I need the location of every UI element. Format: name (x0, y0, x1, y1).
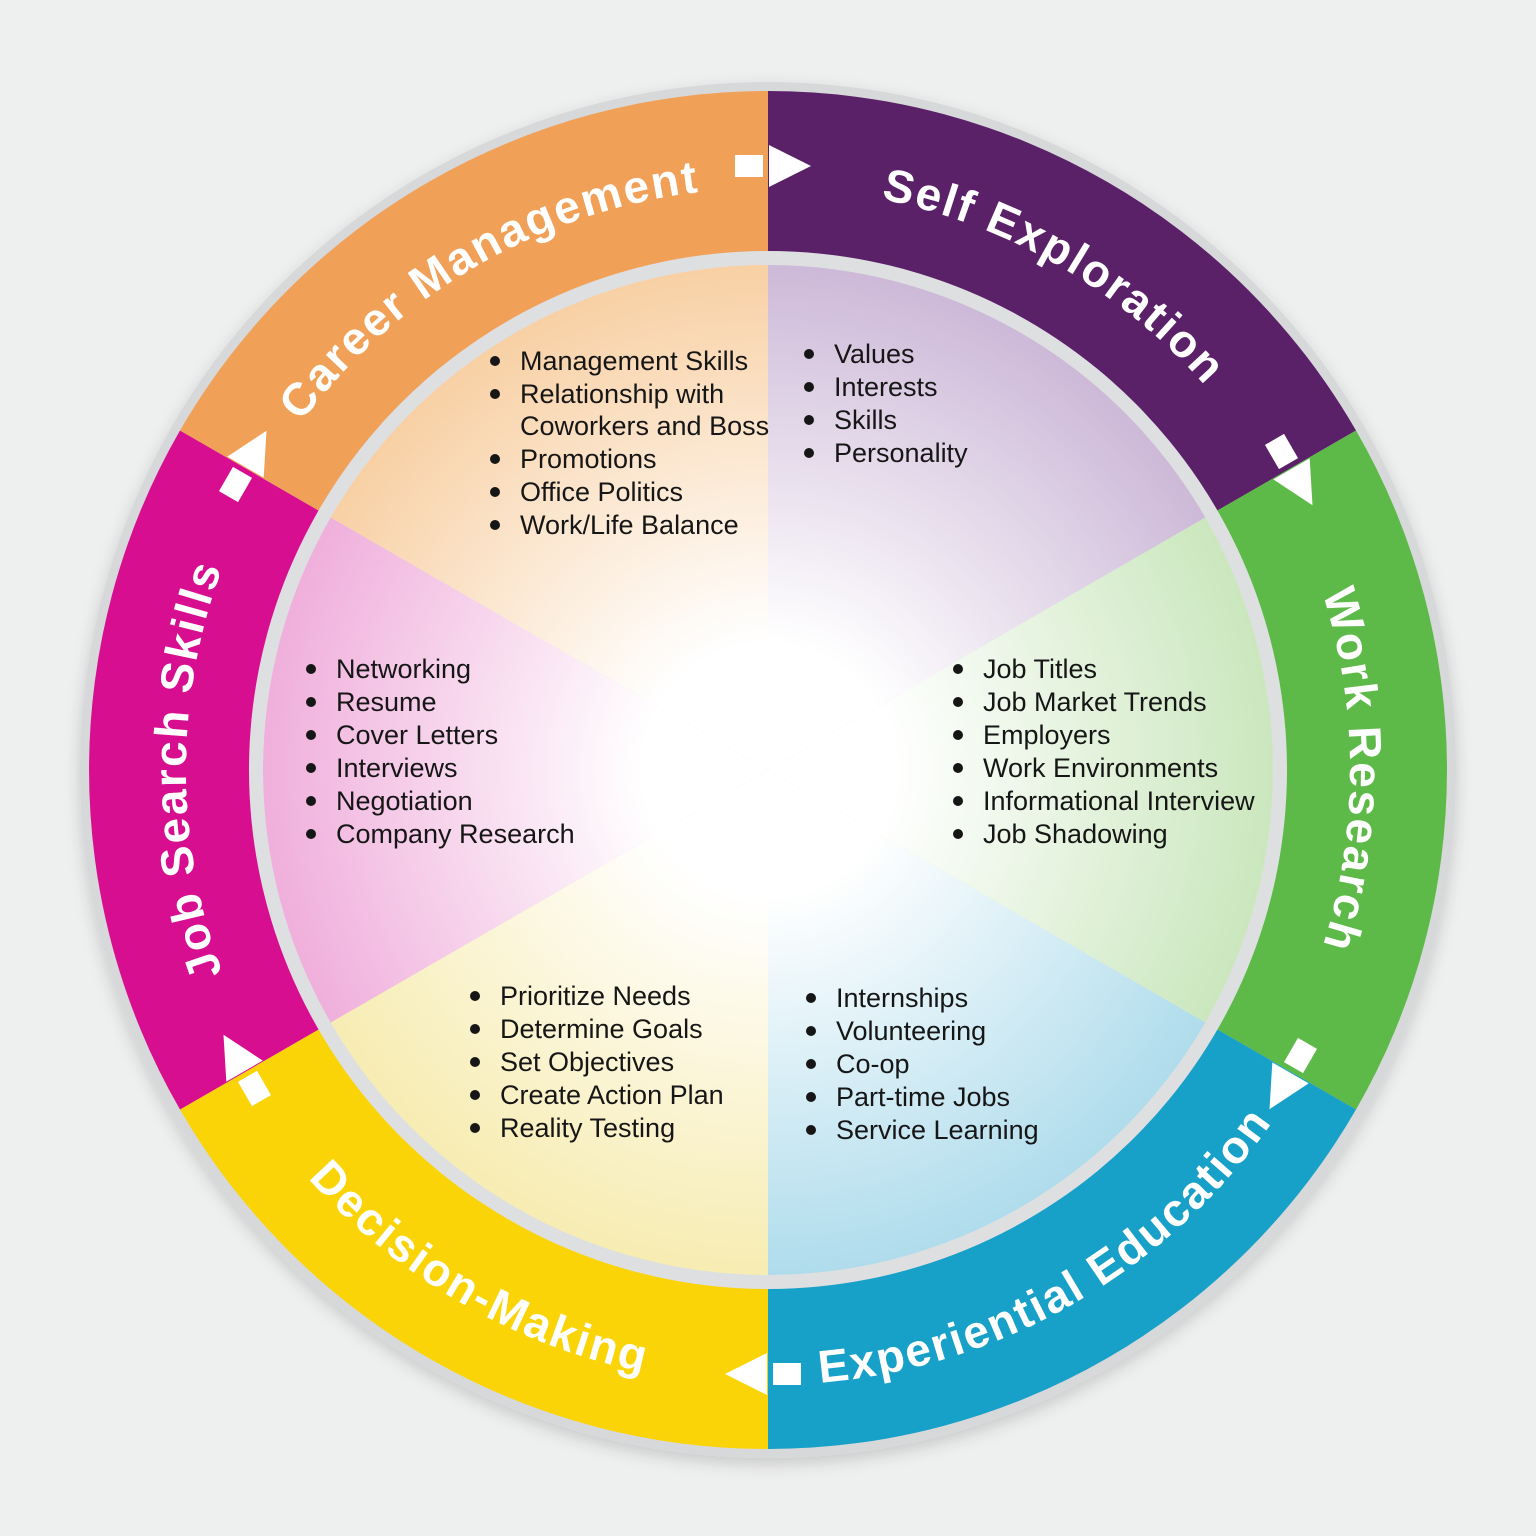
arrow-decision-making-to-job-search-skills (223, 1034, 272, 1107)
list-item: Set Objectives (466, 1046, 786, 1078)
list-item: Values (800, 338, 1140, 370)
list-item: Promotions (486, 443, 788, 475)
list-item: Relationship with Coworkers and Boss (486, 378, 788, 442)
arrow-experiential-education-to-decision-making (725, 1353, 801, 1395)
list-item: Informational Interview (949, 785, 1293, 817)
inner-wedge-career-management (330, 265, 768, 770)
list-item: Work/Life Balance (486, 509, 788, 541)
arrow-work-research-to-experiential-education (1269, 1037, 1318, 1110)
list-item: Job Titles (949, 653, 1293, 685)
list-item: Negotiation (302, 785, 622, 817)
list-item: Work Environments (949, 752, 1293, 784)
list-item: Resume (302, 686, 622, 718)
list-item: Cover Letters (302, 719, 622, 751)
list-item: Prioritize Needs (466, 980, 786, 1012)
inner-wedge-job-search-skills (263, 517, 768, 1023)
list-item: Service Learning (802, 1114, 1122, 1146)
list-item: Networking (302, 653, 622, 685)
list-item: Interviews (302, 752, 622, 784)
inner-wedge-work-research (768, 517, 1273, 1023)
list-item: Skills (800, 404, 1140, 436)
list-item: Job Shadowing (949, 818, 1293, 850)
list-item: Part-time Jobs (802, 1081, 1122, 1113)
inner-wedge-self-exploration (768, 265, 1206, 770)
list-item: Management Skills (486, 345, 788, 377)
list-item: Interests (800, 371, 1140, 403)
list-item: Internships (802, 982, 1122, 1014)
inner-wedge-decision-making (330, 770, 768, 1275)
inner-wedge-experiential-education (768, 770, 1206, 1275)
list-item: Reality Testing (466, 1112, 786, 1144)
inner-disc (263, 265, 1273, 1275)
list-item: Office Politics (486, 476, 788, 508)
list-item: Job Market Trends (949, 686, 1293, 718)
list-item: Volunteering (802, 1015, 1122, 1047)
list-item: Employers (949, 719, 1293, 751)
list-item: Company Research (302, 818, 622, 850)
arrow-career-management-to-self-exploration (735, 145, 811, 187)
list-item: Co-op (802, 1048, 1122, 1080)
arrow-self-exploration-to-work-research (1264, 433, 1313, 506)
list-item: Determine Goals (466, 1013, 786, 1045)
arrow-job-search-skills-to-career-management (218, 430, 267, 503)
flow-arrows (218, 145, 1318, 1395)
list-item: Personality (800, 437, 1140, 469)
list-item: Create Action Plan (466, 1079, 786, 1111)
